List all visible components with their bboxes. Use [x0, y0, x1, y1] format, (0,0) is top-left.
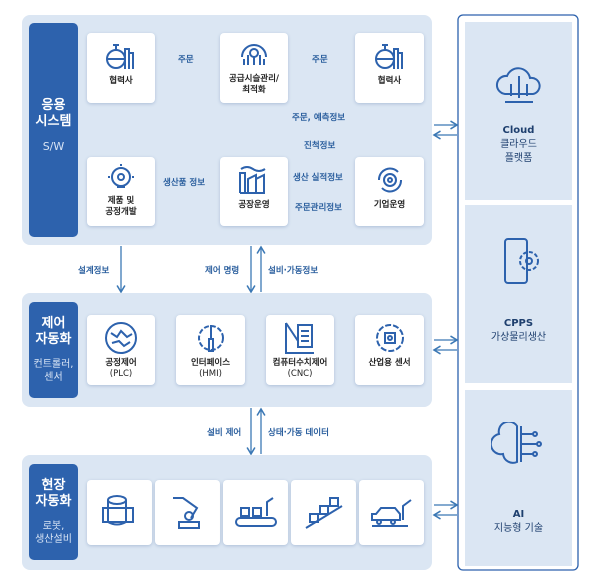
phone-gear-icon	[503, 238, 539, 284]
car-assembly-icon	[370, 499, 412, 527]
gear-screwdriver-icon	[197, 325, 224, 352]
flow-control-cmd: 제어 명령	[205, 266, 240, 276]
flow-order-right: 주문	[312, 55, 328, 65]
field-layer-label: 현장 자동화 로봇, 생산설비	[29, 464, 78, 560]
card-robot-arm	[155, 480, 220, 545]
flow-design: 설계정보	[78, 266, 110, 276]
card-partner-left: 협력사	[87, 33, 155, 103]
lightbulb-gear-icon	[108, 164, 134, 188]
card-server-hand	[87, 480, 152, 545]
flow-order-forecast: 주문, 예측정보	[292, 113, 346, 123]
cnc-machine-icon	[285, 322, 314, 354]
card-conveyor	[223, 480, 288, 545]
brain-icon	[490, 422, 542, 464]
cycle-gear-icon	[377, 167, 402, 193]
flow-status-data: 상태·가동 데이터	[268, 428, 329, 438]
card-cnc: 컴퓨터수치제어(CNC)	[266, 315, 334, 385]
chemical-plant-icon	[374, 44, 403, 69]
cpps-box: CPPS 가상물리생산	[465, 205, 572, 383]
supply-chain-gear-icon	[241, 44, 267, 65]
control-layer-label: 제어 자동화 컨트롤러, 센서	[29, 302, 78, 398]
flow-production-results: 생산 실적정보	[293, 173, 343, 183]
card-enterprise: 기업운영	[355, 157, 424, 226]
robot-arm-icon	[172, 497, 200, 529]
card-scm: 공급시슬관리/최적화	[220, 33, 288, 103]
flow-product-info: 생산품 정보	[163, 178, 206, 188]
flow-equipment-info: 설비·가동정보	[268, 266, 319, 276]
card-car-assembly	[359, 480, 424, 545]
flow-progress: 진척정보	[304, 141, 336, 151]
circuit-brain-icon	[105, 322, 137, 354]
card-sensor: 산업용 센서	[355, 315, 424, 385]
cloud-platform-box: Cloud 클라우드 플랫폼	[465, 22, 572, 200]
factory-icon	[239, 166, 266, 194]
chemical-plant-icon	[106, 44, 134, 69]
flow-equipment-control: 설비 제어	[207, 428, 242, 438]
conveyor-icon	[234, 497, 277, 527]
gear-chip-icon	[375, 324, 404, 352]
card-packaging-line	[291, 480, 356, 545]
card-hmi: 인터페이스(HMI)	[176, 315, 245, 385]
flow-order-left: 주문	[178, 55, 194, 65]
cloud-icon	[495, 67, 541, 103]
card-plc: 공정제어(PLC)	[87, 315, 155, 385]
application-layer-label: 응용 시스템 S/W	[29, 23, 78, 237]
server-hand-icon	[101, 495, 134, 526]
ai-box: AI 지능형 기술	[465, 390, 572, 566]
card-partner-right: 협력사	[355, 33, 424, 103]
packaging-line-icon	[304, 497, 343, 529]
card-factory: 공장운영	[220, 157, 288, 226]
flow-order-mgmt: 주문관리정보	[295, 203, 342, 213]
